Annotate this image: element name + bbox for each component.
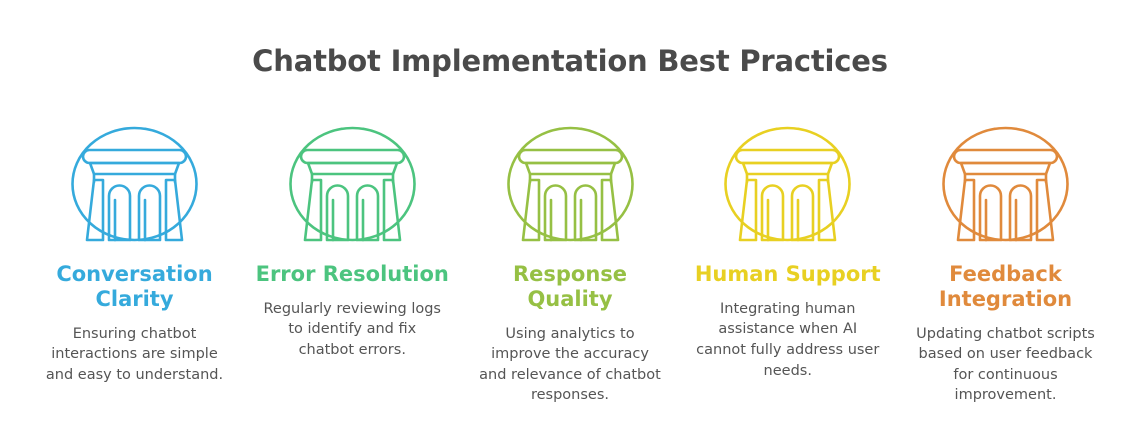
card-description: Updating chatbot scripts based on user f… <box>916 325 1095 404</box>
pillar-columns: Conversation Clarity Ensuring chatbot in… <box>30 122 1110 406</box>
pillar-card: Feedback Integration Updating chatbot sc… <box>901 122 1110 406</box>
card-description: Using analytics to improve the accuracy … <box>479 325 661 404</box>
pillar-icon <box>710 122 865 254</box>
pillar-card: Human Support Integrating human assistan… <box>683 122 892 381</box>
card-heading: Feedback Integration <box>938 262 1073 311</box>
card-heading: Error Resolution <box>255 262 449 286</box>
pillar-icon <box>493 122 648 254</box>
pillar-card: Error Resolution Regularly reviewing log… <box>248 122 457 361</box>
pillar-icon <box>928 122 1083 254</box>
pillar-icon <box>275 122 430 254</box>
card-description: Regularly reviewing logs to identify and… <box>263 300 441 358</box>
pillar-card: Conversation Clarity Ensuring chatbot in… <box>30 122 239 385</box>
card-heading: Human Support <box>694 262 881 286</box>
page-title: Chatbot Implementation Best Practices <box>252 44 888 78</box>
card-heading: Conversation Clarity <box>56 262 213 311</box>
card-heading: Response Quality <box>512 262 628 311</box>
card-description: Ensuring chatbot interactions are simple… <box>45 325 224 383</box>
pillar-icon <box>57 122 212 254</box>
pillar-card: Response Quality Using analytics to impr… <box>466 122 675 406</box>
card-description: Integrating human assistance when AI can… <box>696 300 880 379</box>
